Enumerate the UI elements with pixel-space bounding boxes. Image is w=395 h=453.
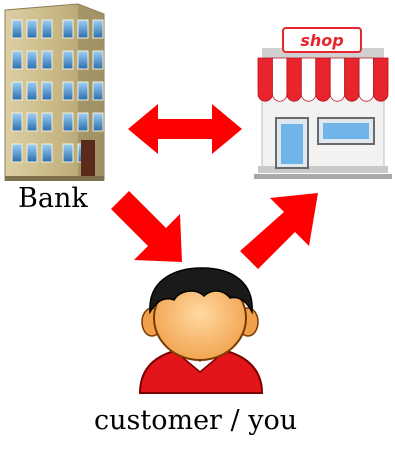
bank-window (41, 19, 53, 39)
customer-label: customer / you (94, 405, 298, 436)
awning-stripe (329, 57, 346, 102)
bank-window (62, 143, 74, 163)
awning-stripe (272, 57, 288, 102)
bank-window (11, 81, 23, 101)
bank-to-customer-arrow (111, 191, 182, 262)
bank-label: Bank (18, 183, 88, 214)
awning-stripe (315, 57, 331, 102)
bank-window (26, 19, 38, 39)
bank-window (41, 112, 53, 132)
shop-icon: shop (254, 27, 392, 179)
bank-window (77, 19, 89, 39)
bank-window (77, 81, 89, 101)
awning-stripe (300, 57, 317, 102)
bank-window (11, 143, 23, 163)
bank-window (77, 112, 89, 132)
awning-stripe (344, 57, 360, 102)
bank-window (41, 81, 53, 101)
bank-windows (11, 19, 104, 163)
bank-window (11, 112, 23, 132)
awning-stripe (373, 57, 389, 102)
bank-window (92, 81, 104, 101)
bank-window (11, 19, 23, 39)
bank-window (92, 19, 104, 39)
awning-stripe (286, 57, 302, 102)
bank-window (11, 50, 23, 70)
bank-window (92, 112, 104, 132)
shop-sign-label: shop (300, 31, 343, 50)
bank-window (62, 112, 74, 132)
bank-window (26, 112, 38, 132)
bank-window (41, 143, 53, 163)
bank-window (77, 50, 89, 70)
awning-stripe (257, 57, 273, 102)
bank-door (81, 140, 95, 176)
shop-sign (282, 27, 362, 53)
shop-door-glass (281, 124, 303, 164)
customer-icon (138, 267, 264, 394)
bank-window (62, 19, 74, 39)
bank-window (26, 81, 38, 101)
customer-to-shop-arrow (240, 193, 318, 269)
bank-window (26, 143, 38, 163)
bank-window (62, 81, 74, 101)
awning-stripe (358, 57, 374, 102)
bank-icon (4, 3, 105, 181)
bank-window (26, 50, 38, 70)
bank-window (62, 50, 74, 70)
bank-window (41, 50, 53, 70)
bank-shop-arrow (128, 104, 242, 154)
shop-awning (257, 57, 389, 102)
bank-window (92, 50, 104, 70)
